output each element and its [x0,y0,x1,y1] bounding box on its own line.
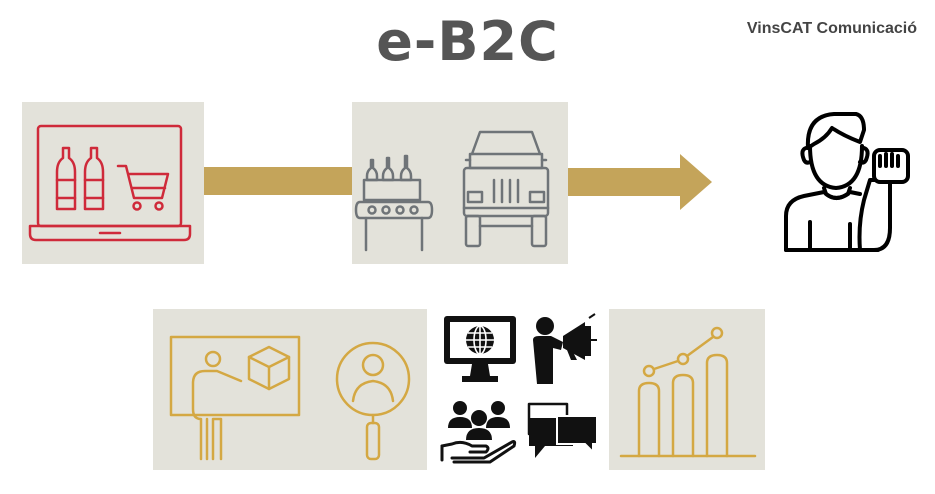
online-shop-panel [22,102,204,264]
presentation-search-panel [153,309,427,470]
flow-arrow-2 [568,154,712,210]
online-wine-shop-icon [28,124,192,242]
page-title: e-B2C [376,10,559,73]
brand-label: VinsCAT Comunicació [746,20,917,37]
logistics-conveyor-truck-icon [354,130,550,252]
customer-search-icon [335,341,411,461]
customer-panel [778,108,918,258]
community-hand-icon [440,401,517,464]
product-presentation-icon [169,335,301,461]
customer-icon [784,112,910,252]
flow-arrow-1 [204,167,352,195]
megaphone-person-icon [533,313,597,384]
logistics-panel [352,102,568,264]
globe-monitor-icon [444,316,516,382]
growth-chart-icon [619,326,757,458]
chat-bubbles-icon [527,402,598,458]
growth-panel [609,309,765,470]
